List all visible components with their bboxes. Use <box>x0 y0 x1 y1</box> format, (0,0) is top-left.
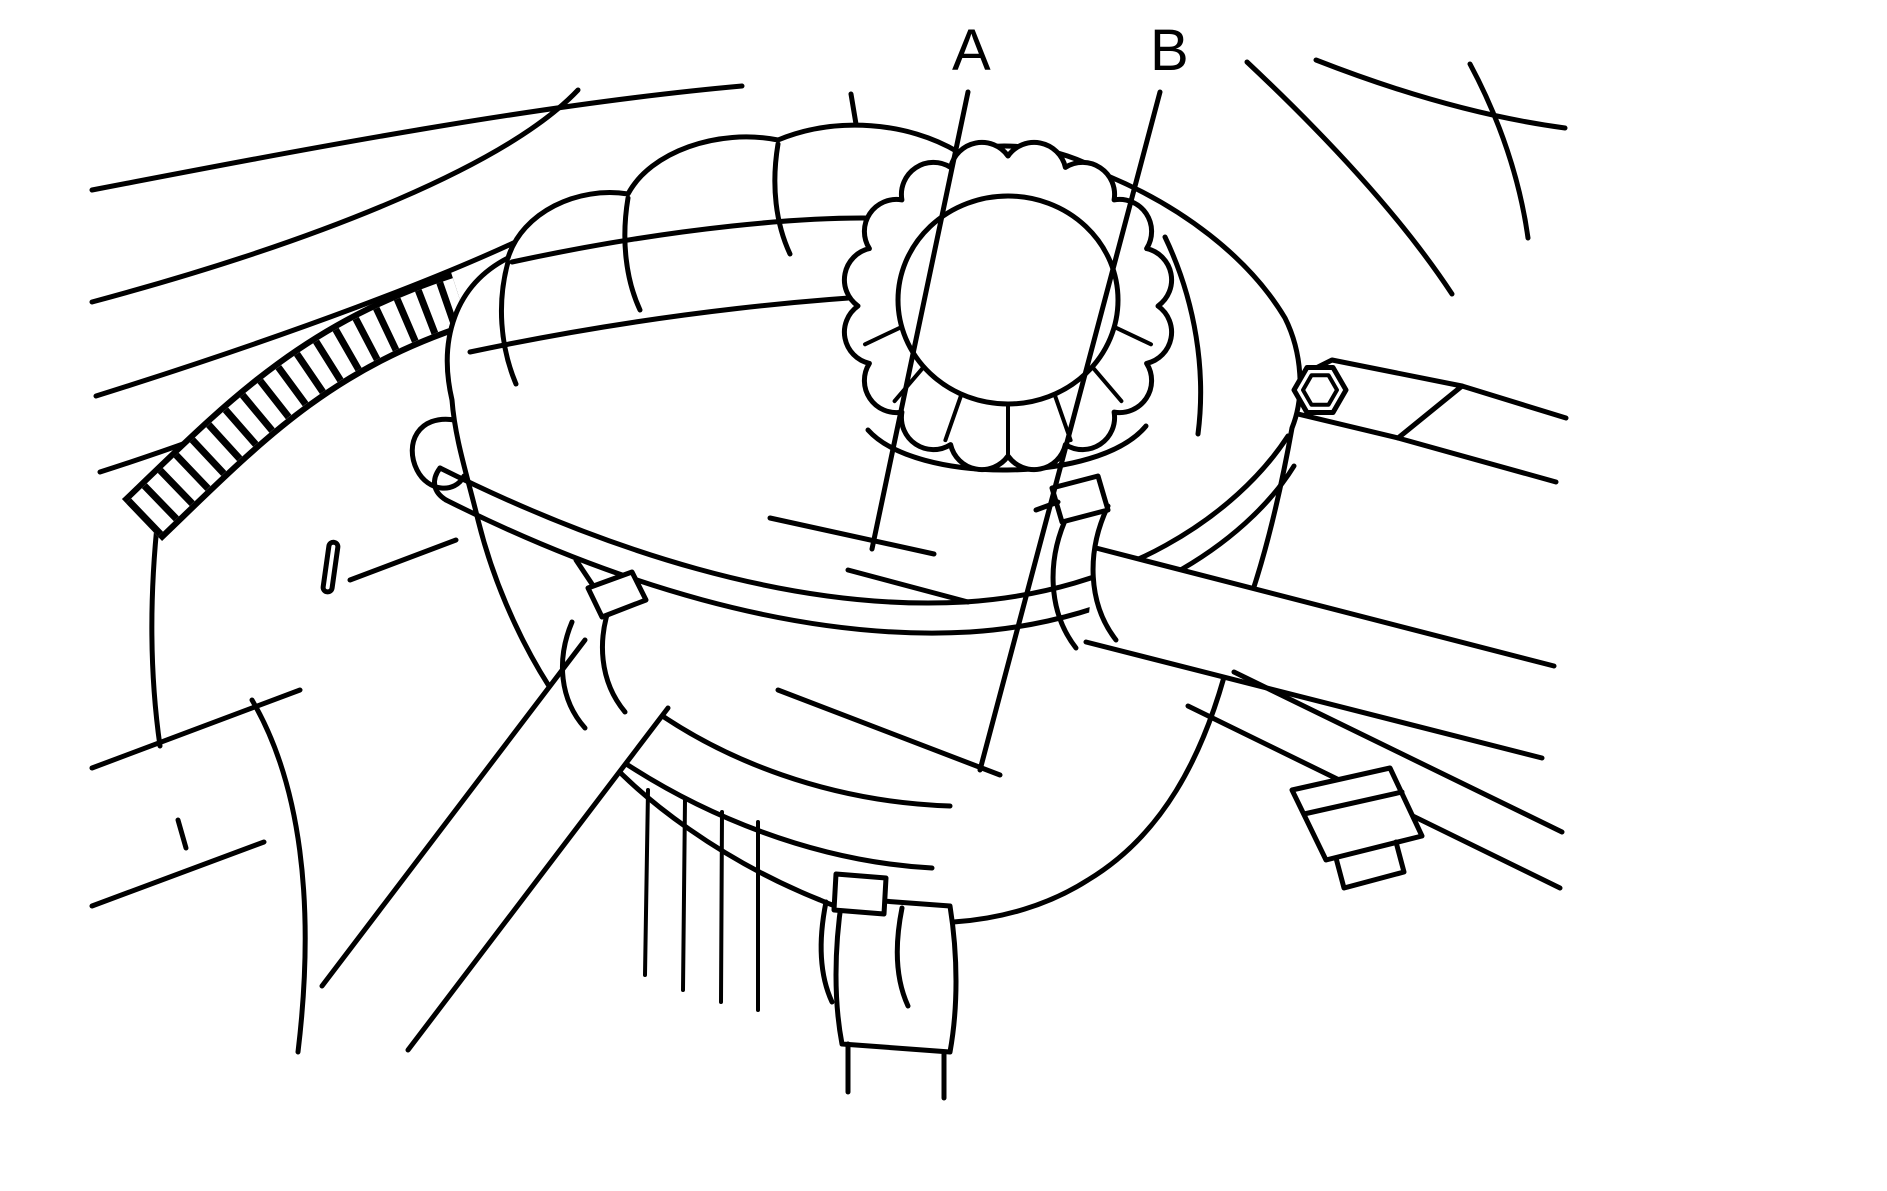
cap-flute <box>1112 324 1153 347</box>
bracket-edge <box>1395 435 1559 485</box>
panel-diagonal <box>1231 669 1565 835</box>
callout-b: B <box>977 18 1189 773</box>
left-panel-arch <box>249 697 308 1055</box>
callout-b-label: B <box>1150 18 1189 83</box>
bay-curve <box>89 87 581 305</box>
tank-seam-end <box>432 465 449 503</box>
callout-b-leader <box>977 89 1163 773</box>
left-hose <box>319 557 671 1053</box>
bay-curve-right <box>1467 61 1531 241</box>
right-hose-clamp <box>1033 473 1119 651</box>
bay-curve-right <box>1313 57 1568 131</box>
connector-block-line <box>1301 789 1405 817</box>
callout-a: A <box>869 18 991 552</box>
left-hose-body <box>322 640 668 1050</box>
cap-flute <box>1090 364 1124 404</box>
clamp-band <box>560 619 588 731</box>
tank-ear-loop <box>409 416 467 491</box>
left-hose-clamp <box>560 557 649 731</box>
bay-curve-right <box>1244 59 1455 297</box>
cap-flute <box>863 324 904 347</box>
clamp-band <box>1050 511 1079 651</box>
outlet-clamp-band <box>894 905 911 1009</box>
corrugated-conduit <box>121 272 469 541</box>
lower-rib <box>681 798 687 992</box>
cap-flute <box>943 392 964 443</box>
panel-slot <box>320 539 341 595</box>
bottom-outlet <box>818 871 959 1101</box>
right-hose-edge <box>1093 545 1557 669</box>
lid-crease <box>772 141 793 257</box>
hex-bolt <box>1291 365 1349 415</box>
bay-curve <box>93 235 527 399</box>
lower-rib <box>643 788 650 977</box>
callout-a-leader <box>869 89 971 552</box>
level-mark-b <box>775 687 1003 778</box>
panel-tick <box>175 817 189 851</box>
bracket-bolt <box>1291 365 1349 415</box>
right-hose-body <box>1086 548 1554 758</box>
level-mark-a-lower <box>845 567 971 605</box>
lower-rib <box>719 810 724 1004</box>
clamp-housing <box>1049 473 1111 525</box>
background-body-lines <box>89 57 1568 1055</box>
front-contour <box>597 743 935 871</box>
tank-seam-upper <box>437 433 1291 606</box>
clamp-screw <box>573 557 595 587</box>
level-mark-a <box>767 515 937 557</box>
conduit-ribs <box>126 278 468 537</box>
level-marks <box>767 515 1003 778</box>
bracket-edge <box>1459 383 1569 421</box>
left-hose-edge <box>319 637 588 989</box>
clamp-band <box>1090 503 1119 643</box>
hex-bolt-inner <box>1301 373 1339 407</box>
slot-pointer-line <box>347 537 459 583</box>
outlet-clamp-head <box>831 871 889 917</box>
left-panel-edge <box>149 513 163 749</box>
connector-block-notch <box>1333 839 1407 891</box>
tank-seam-lower <box>443 463 1297 636</box>
outlet-pipe <box>833 895 959 1055</box>
front-contour <box>637 697 953 809</box>
left-panel-edge <box>89 839 267 909</box>
tank-cap <box>841 139 1175 473</box>
connector-block <box>1289 765 1425 863</box>
outlet-clamp-band <box>818 899 835 1005</box>
clamp-housing <box>585 569 649 620</box>
lid-crease <box>622 195 643 313</box>
left-hose-edge <box>405 705 671 1053</box>
callout-a-label: A <box>952 18 991 83</box>
clamp-screw <box>1033 499 1061 513</box>
right-hose <box>1033 473 1557 761</box>
bay-curve <box>89 83 745 193</box>
shoulder-inner-line <box>498 259 519 387</box>
lower-right-structure <box>1185 669 1565 891</box>
right-crease <box>1162 234 1204 437</box>
right-hose-edge <box>1083 639 1545 761</box>
left-panel-edge <box>89 687 303 771</box>
